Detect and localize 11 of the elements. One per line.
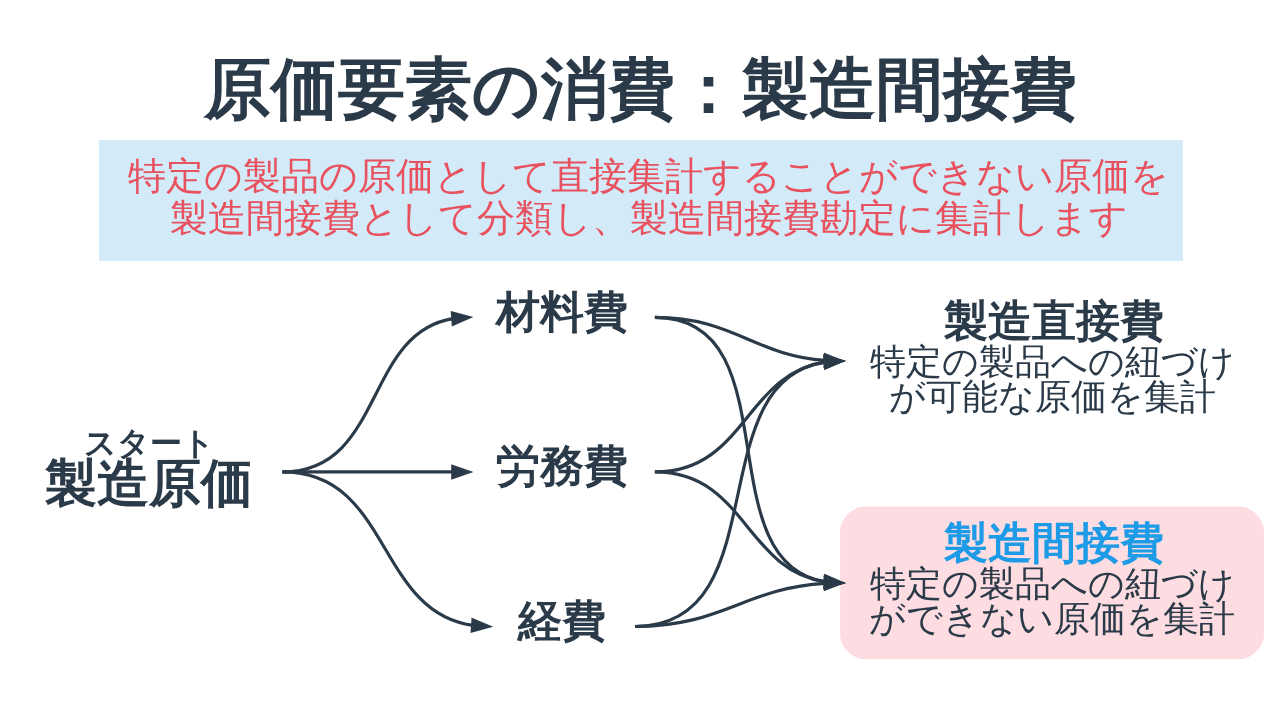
node-text: スタート 製造原価 — [44, 424, 253, 514]
arrow — [635, 575, 846, 629]
node-text: 労務費 — [496, 441, 629, 492]
node-text: 材料費 — [496, 286, 629, 337]
node-box: 特定の製品の原価として直接集計することができない原価を製造間接費として分類し、製造間接費勘定に集計します — [99, 140, 1183, 261]
node-box: 製造間接費 特定の製品への紐づけができない原価を集計 — [840, 506, 1265, 660]
arrow — [282, 470, 494, 634]
arrow — [654, 470, 846, 590]
diagram-title: 原価要素の消費：製造間接費 — [204, 48, 1078, 128]
node-text: 製造直接費 特定の製品への紐づけが可能な原価を集計 — [869, 296, 1235, 418]
node-text: 経費 — [518, 595, 607, 646]
